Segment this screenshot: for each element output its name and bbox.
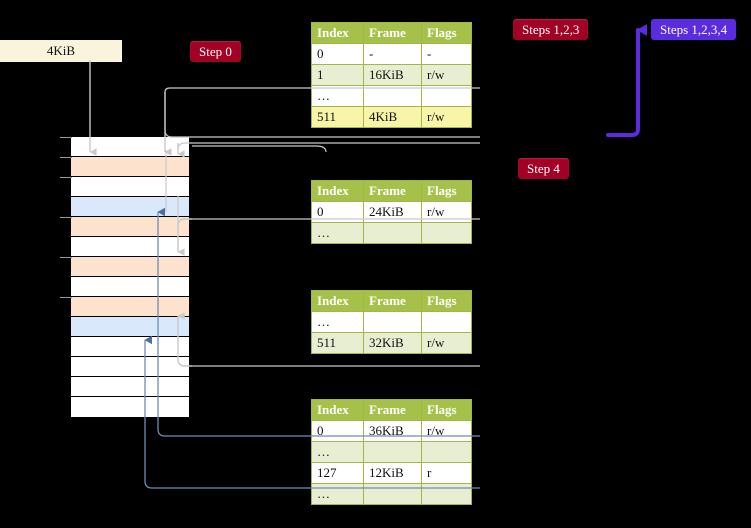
table-cell: 511	[311, 332, 364, 354]
table-cell: 0	[311, 43, 364, 65]
column-header: Flags	[421, 180, 472, 202]
column-header: Frame	[363, 22, 422, 44]
table-cell	[421, 311, 472, 333]
table-cell	[421, 441, 472, 463]
table-cell: r	[421, 462, 472, 484]
step-0-badge: Step 0	[190, 41, 241, 62]
column-header: Frame	[363, 180, 422, 202]
column-header: Flags	[421, 290, 472, 312]
table-cell: 16KiB	[363, 64, 422, 86]
steps-1234-badge: Steps 1,2,3,4	[651, 19, 737, 40]
table-cell: …	[311, 85, 364, 107]
memory-tick	[60, 137, 72, 138]
memory-frame-row	[71, 257, 189, 277]
memory-tick	[60, 157, 72, 158]
table-cell: r/w	[421, 201, 472, 223]
table-row: …	[311, 222, 472, 244]
table-cell	[421, 483, 472, 505]
step-4-badge: Step 4	[518, 158, 569, 179]
memory-frame-row	[71, 277, 189, 297]
table-cell	[363, 483, 422, 505]
table-cell: 12KiB	[363, 462, 422, 484]
memory-frame-row	[71, 317, 189, 337]
column-header: Flags	[421, 399, 472, 421]
column-header: Flags	[421, 22, 472, 44]
memory-column	[70, 136, 190, 418]
column-header: Index	[311, 180, 364, 202]
memory-tick	[60, 177, 72, 178]
table-cell	[363, 441, 422, 463]
memory-frame-row	[71, 157, 189, 177]
memory-frame-row	[71, 217, 189, 237]
memory-frame-row	[71, 357, 189, 377]
table-row: 0--	[311, 43, 472, 65]
table-cell: …	[311, 222, 364, 244]
table-cell: -	[421, 43, 472, 65]
table-cell: r/w	[421, 64, 472, 86]
table-cell	[421, 85, 472, 107]
table-cell: 4KiB	[363, 106, 422, 128]
memory-frame-row	[71, 237, 189, 257]
table-cell: -	[363, 43, 422, 65]
step-4-label: Step 4	[527, 161, 560, 176]
table-cell: 24KiB	[363, 201, 422, 223]
table-row: …	[311, 311, 472, 333]
step-0-label: Step 0	[199, 44, 232, 59]
table-cell: 36KiB	[363, 420, 422, 442]
table-cell: …	[311, 483, 364, 505]
table-row: …	[311, 85, 472, 107]
table-cell	[363, 222, 422, 244]
table-cell	[421, 222, 472, 244]
table-row: …	[311, 483, 472, 505]
column-header: Frame	[363, 290, 422, 312]
table-row: …	[311, 441, 472, 463]
table-cell: …	[311, 441, 364, 463]
memory-frame-row	[71, 297, 189, 317]
memory-frame-row	[71, 397, 189, 417]
table-cell: 1	[311, 64, 364, 86]
table-cell: r/w	[421, 106, 472, 128]
steps-123-label: Steps 1,2,3	[522, 22, 580, 37]
table-cell: …	[311, 311, 364, 333]
column-header: Frame	[363, 399, 422, 421]
column-header: Index	[311, 290, 364, 312]
table-cell	[363, 311, 422, 333]
steps-123-badge: Steps 1,2,3	[513, 19, 589, 40]
steps-1234-label: Steps 1,2,3,4	[660, 22, 728, 37]
table-cell: 32KiB	[363, 332, 422, 354]
table-cell: r/w	[421, 332, 472, 354]
memory-frame-row	[71, 197, 189, 217]
memory-frame-row	[71, 377, 189, 397]
column-header: Index	[311, 399, 364, 421]
memory-tick	[60, 257, 72, 258]
table-cell	[363, 85, 422, 107]
memory-frame-row	[71, 337, 189, 357]
memory-tick	[60, 217, 72, 218]
memory-tick	[60, 297, 72, 298]
memory-frame-row	[71, 137, 189, 157]
column-header: Index	[311, 22, 364, 44]
frame-size-box: 4KiB	[0, 40, 122, 62]
frame-size-label: 4KiB	[46, 43, 76, 58]
table-cell: 0	[311, 420, 364, 442]
table-cell: 127	[311, 462, 364, 484]
table-cell: 511	[311, 106, 364, 128]
table-cell: r/w	[421, 420, 472, 442]
memory-frame-row	[71, 177, 189, 197]
table-cell: 0	[311, 201, 364, 223]
